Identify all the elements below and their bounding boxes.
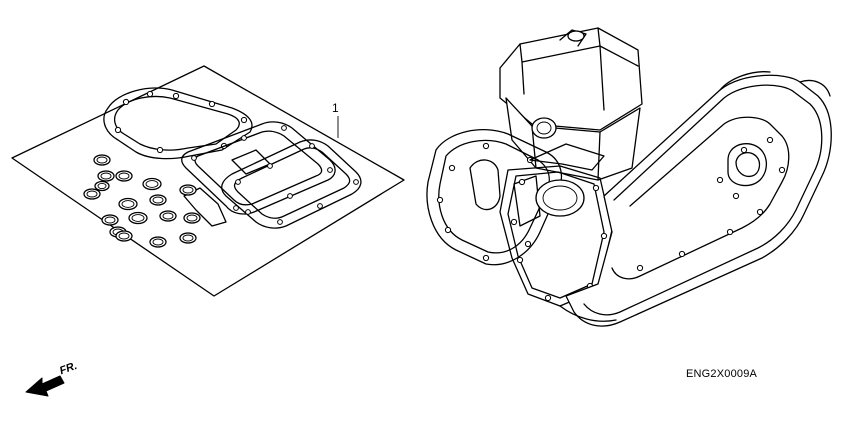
part-callout-number: 1 bbox=[332, 101, 339, 115]
engine-assembly-icon bbox=[426, 27, 832, 327]
diagram-code: ENG2X0009A bbox=[686, 368, 758, 380]
gasket-kit-sheet-icon bbox=[11, 65, 405, 297]
front-direction-arrow-icon bbox=[25, 375, 65, 397]
